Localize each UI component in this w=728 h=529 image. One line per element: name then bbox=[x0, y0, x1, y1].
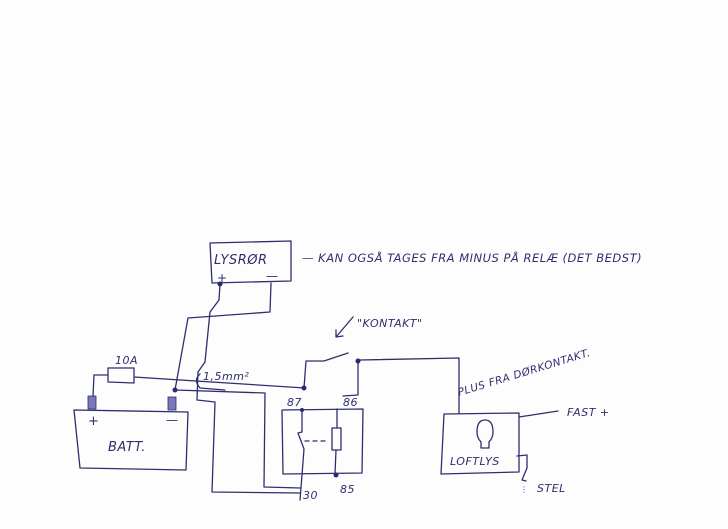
contact-switch: "KONTAKT" bbox=[303, 316, 460, 414]
relay-component: 87 86 30 85 bbox=[281, 385, 364, 502]
relay-pin-86: 86 bbox=[343, 396, 358, 409]
stel-label: STEL bbox=[537, 482, 566, 495]
contact-lever bbox=[303, 352, 349, 389]
relay-pin-87: 87 bbox=[287, 396, 302, 409]
wire-86-to-door bbox=[359, 357, 460, 414]
wire-label: 1,5mm² bbox=[203, 370, 249, 383]
battery-plus-terminal bbox=[87, 395, 97, 410]
lysror-label: LYSRØR bbox=[214, 253, 268, 268]
wire-lysror-minus bbox=[174, 282, 272, 391]
wire-battery-minus bbox=[174, 389, 301, 489]
fuse-label: 10A bbox=[115, 354, 138, 367]
loftlys-label: LOFTLYS bbox=[450, 455, 500, 468]
wire-lysror-plus bbox=[196, 283, 301, 494]
battery-label: BATT. bbox=[108, 440, 146, 455]
wire-stel bbox=[516, 454, 528, 482]
fuse-component: 10A bbox=[92, 354, 306, 397]
relay-coil bbox=[331, 427, 342, 451]
loftlys-component: FAST + LOFTLYS ⋮ STEL bbox=[440, 406, 610, 495]
battery-component: + — BATT. bbox=[73, 395, 189, 471]
lysror-minus: — bbox=[266, 269, 279, 283]
contact-arrow bbox=[335, 316, 354, 338]
lysror-component: LYSRØR + — bbox=[209, 240, 292, 287]
lysror-plus: + bbox=[217, 271, 228, 285]
battery-minus-terminal bbox=[167, 396, 177, 411]
battery-plus: + bbox=[88, 414, 99, 429]
relay-pin-85: 85 bbox=[340, 483, 355, 496]
fast-label: FAST + bbox=[567, 406, 610, 419]
ground-icon: ⋮ bbox=[520, 485, 529, 494]
battery-minus: — bbox=[166, 413, 179, 427]
wire-battery-plus-to-87 bbox=[133, 376, 306, 389]
contact-label: "KONTAKT" bbox=[357, 317, 423, 330]
note-text: — KAN OGSÅ TAGES FRA MINUS PÅ RELÆ (DET … bbox=[302, 250, 642, 265]
wire-squiggle bbox=[195, 373, 226, 391]
wire-fast bbox=[518, 410, 559, 418]
bulb-icon bbox=[476, 419, 494, 449]
relay-pin-30: 30 bbox=[303, 489, 318, 502]
door-label: PLUS FRA DØRKONTAKT. bbox=[456, 347, 592, 399]
relay-switch bbox=[297, 409, 305, 501]
